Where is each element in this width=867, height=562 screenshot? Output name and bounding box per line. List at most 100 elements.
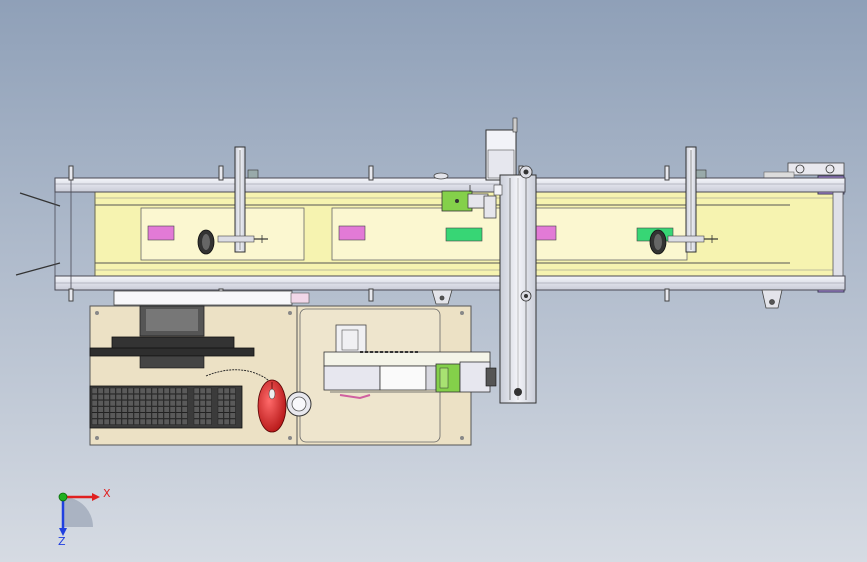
keyboard-key bbox=[193, 418, 200, 425]
left-guide-wire-top bbox=[19, 192, 61, 207]
keyboard-key bbox=[223, 394, 230, 401]
keyboard-key bbox=[181, 418, 188, 425]
keyboard-key bbox=[217, 394, 224, 401]
keyboard-key bbox=[229, 394, 236, 401]
keyboard-key bbox=[223, 406, 230, 413]
keyboard-key bbox=[199, 400, 206, 407]
keyboard-key bbox=[175, 412, 182, 419]
keyboard-key bbox=[145, 406, 152, 413]
top-rail bbox=[54, 177, 846, 193]
table-top-bar bbox=[113, 290, 293, 306]
keyboard-key bbox=[163, 394, 170, 401]
keyboard-key bbox=[199, 406, 206, 413]
keyboard-key bbox=[139, 400, 146, 407]
keyboard-key bbox=[169, 400, 176, 407]
keyboard-key bbox=[157, 400, 164, 407]
keyboard-key bbox=[133, 406, 140, 413]
keyboard-key bbox=[145, 394, 152, 401]
support-brackets bbox=[431, 172, 783, 309]
keyboard-key bbox=[127, 412, 134, 419]
keyboard-key bbox=[127, 394, 134, 401]
conveyor-assembly[interactable] bbox=[15, 146, 846, 309]
pink-tag-2 bbox=[338, 225, 366, 241]
keyboard-key bbox=[109, 418, 116, 425]
keyboard-key bbox=[175, 387, 182, 394]
keyboard-key bbox=[229, 418, 236, 425]
product-tray-1[interactable] bbox=[140, 207, 305, 261]
right-gripper-station[interactable] bbox=[649, 146, 718, 255]
keyboard-key bbox=[217, 418, 224, 425]
keyboard-key bbox=[157, 418, 164, 425]
keyboard-key bbox=[199, 418, 206, 425]
keyboard-key bbox=[145, 387, 152, 394]
keyboard-key bbox=[97, 418, 104, 425]
keyboard-key bbox=[109, 406, 116, 413]
keyboard-key bbox=[229, 387, 236, 394]
keyboard-key bbox=[229, 412, 236, 419]
keyboard-key bbox=[223, 418, 230, 425]
keyboard-key bbox=[193, 387, 200, 394]
keyboard-key bbox=[175, 406, 182, 413]
x-axis-label: X bbox=[103, 487, 111, 500]
keyboard-key bbox=[163, 400, 170, 407]
keyboard-key bbox=[115, 394, 122, 401]
keyboard-key bbox=[217, 400, 224, 407]
keyboard-key bbox=[145, 400, 152, 407]
keyboard-key bbox=[175, 394, 182, 401]
keyboard-key bbox=[127, 400, 134, 407]
monitor[interactable] bbox=[89, 305, 255, 369]
left-guide-wire-bottom bbox=[15, 262, 61, 276]
keyboard-key bbox=[115, 406, 122, 413]
labeling-machine[interactable] bbox=[323, 324, 497, 400]
axis-triad: X Z bbox=[58, 487, 111, 548]
keyboard-key bbox=[151, 412, 158, 419]
keyboard-key bbox=[169, 394, 176, 401]
keyboard-key bbox=[91, 412, 98, 419]
keyboard-key bbox=[109, 412, 116, 419]
keyboard-key bbox=[157, 412, 164, 419]
keyboard-key bbox=[127, 406, 134, 413]
keyboard-key bbox=[199, 412, 206, 419]
keyboard-key bbox=[103, 418, 110, 425]
keyboard-key bbox=[169, 406, 176, 413]
left-gripper-station[interactable] bbox=[197, 146, 268, 255]
keyboard-key bbox=[121, 412, 128, 419]
keyboard-key bbox=[151, 400, 158, 407]
keyboard-key bbox=[229, 400, 236, 407]
keyboard-key bbox=[133, 412, 140, 419]
pink-tag-1 bbox=[147, 225, 175, 241]
sensor-head[interactable] bbox=[441, 185, 497, 219]
gantry-column[interactable] bbox=[485, 117, 537, 404]
keyboard-key bbox=[163, 418, 170, 425]
keyboard-key bbox=[157, 406, 164, 413]
mouse[interactable] bbox=[257, 379, 287, 433]
product-tray-2[interactable] bbox=[331, 207, 501, 261]
y-axis-dot bbox=[58, 492, 68, 502]
keyboard-key bbox=[91, 394, 98, 401]
keyboard-key bbox=[115, 400, 122, 407]
keyboard-key bbox=[121, 418, 128, 425]
keyboard-key bbox=[205, 412, 212, 419]
keyboard-key bbox=[163, 406, 170, 413]
keyboard-key bbox=[133, 418, 140, 425]
keyboard-key bbox=[97, 412, 104, 419]
keyboard-key bbox=[163, 387, 170, 394]
keyboard-key bbox=[97, 406, 104, 413]
keyboard[interactable] bbox=[89, 385, 243, 429]
keyboard-key bbox=[193, 400, 200, 407]
keyboard-key bbox=[175, 418, 182, 425]
keyboard-key bbox=[97, 400, 104, 407]
keyboard-key bbox=[217, 412, 224, 419]
keyboard-key bbox=[229, 406, 236, 413]
keyboard-key bbox=[103, 394, 110, 401]
keyboard-key bbox=[127, 418, 134, 425]
keyboard-key bbox=[91, 406, 98, 413]
workstation-table[interactable] bbox=[89, 290, 497, 446]
keyboard-key bbox=[97, 394, 104, 401]
keyboard-key bbox=[181, 394, 188, 401]
keyboard-key bbox=[115, 412, 122, 419]
keyboard-key bbox=[139, 406, 146, 413]
emergency-stop-button[interactable] bbox=[286, 391, 312, 417]
keyboard-key bbox=[199, 387, 206, 394]
